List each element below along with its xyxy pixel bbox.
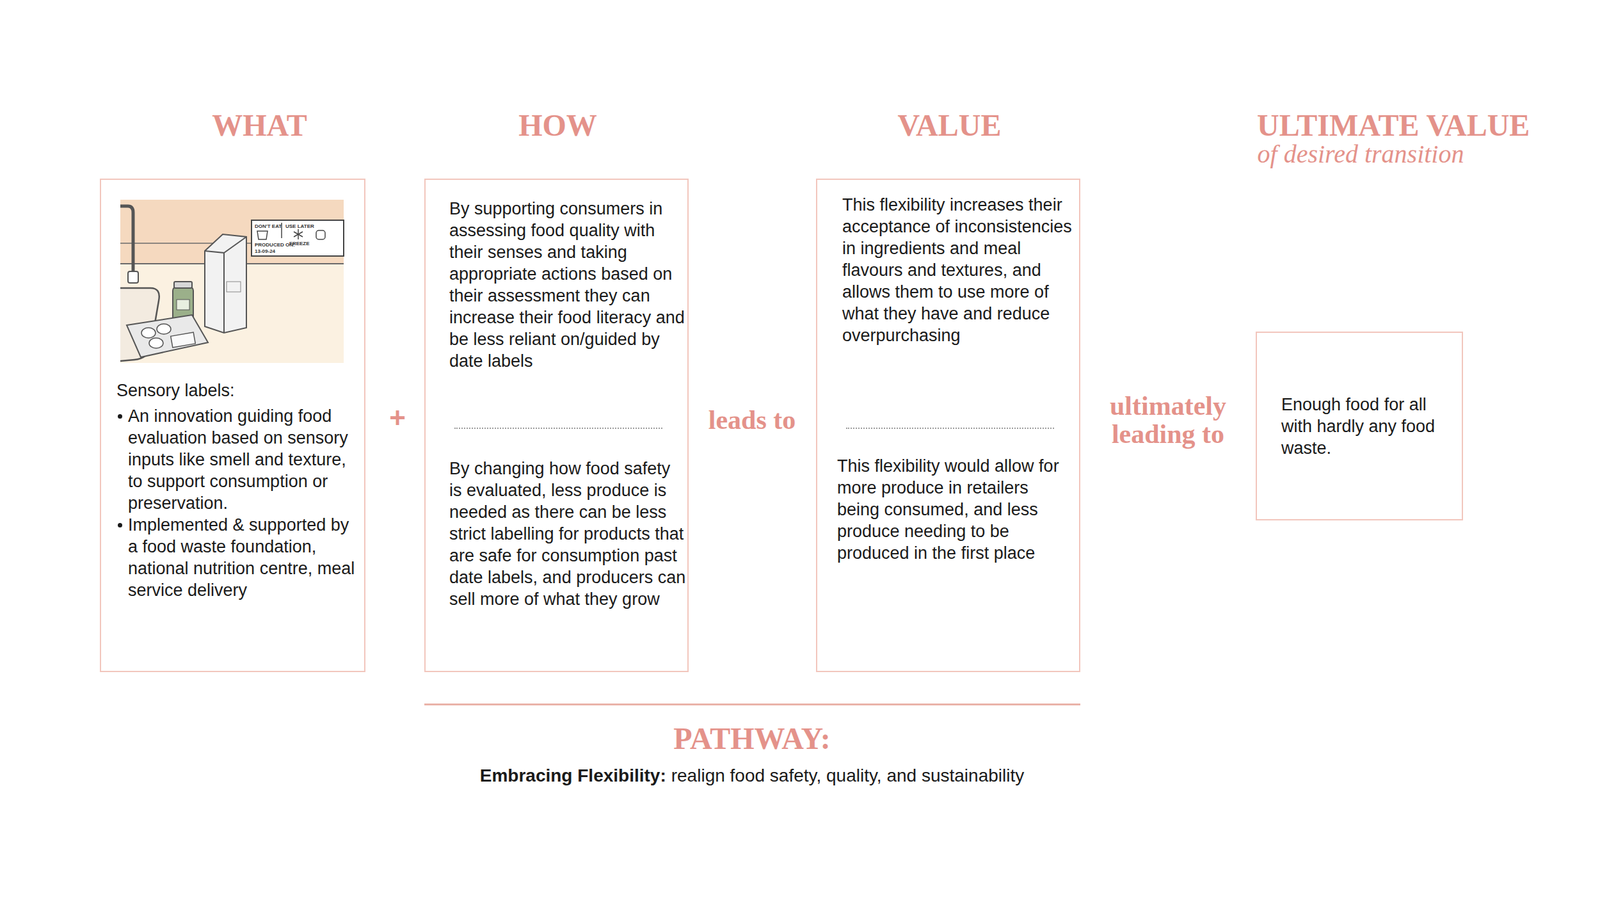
card-text: DON'T EAT xyxy=(254,223,282,230)
milk-carton xyxy=(204,234,247,333)
egg-tray xyxy=(126,314,208,358)
card-text: USE LATER xyxy=(285,223,315,230)
stage-box: VALUEThis flexibility increases their ac… xyxy=(816,178,1081,672)
body-text: This flexibility increases their accepta… xyxy=(842,193,1076,347)
jar-lid xyxy=(174,281,192,288)
bullet-text: An innovation guiding food evaluation ba… xyxy=(116,405,360,514)
card-text: PRODUCED ON: xyxy=(254,241,296,248)
bin-icon xyxy=(257,231,268,240)
connector-word: leads to xyxy=(681,405,823,434)
egg xyxy=(141,327,156,338)
egg xyxy=(149,337,164,349)
stage-box: ULTIMATE VALUEof desired transitionEnoug… xyxy=(1255,331,1464,521)
stage-box: WHATSensory labels:An innovation guiding… xyxy=(99,178,366,672)
column-heading: HOW xyxy=(425,107,690,144)
jar-label xyxy=(176,299,190,310)
stage-box: HOWBy supporting consumers in assessing … xyxy=(424,178,689,672)
column-heading: VALUE xyxy=(817,107,1082,144)
tap-head xyxy=(128,271,139,283)
pathway-text: Embracing Flexibility: xyxy=(480,765,667,786)
pathway-rule xyxy=(424,703,1081,706)
bullet-text: Implemented & supported by a food waste … xyxy=(116,513,360,601)
body-text: Enough food for all with hardly any food… xyxy=(1281,393,1442,459)
tap xyxy=(120,206,134,276)
body-text: This flexibility would allow for more pr… xyxy=(837,455,1071,564)
pathway-heading: PATHWAY: xyxy=(624,720,880,757)
sensory-label-card xyxy=(251,220,344,256)
body-text: By supporting consumers in assessing foo… xyxy=(449,197,688,372)
food-pack xyxy=(170,332,196,348)
pathway-text: realign food safety, quality, and sustai… xyxy=(671,765,1025,786)
dotted-divider xyxy=(846,427,1055,429)
dotted-divider xyxy=(454,427,663,429)
egg xyxy=(156,323,171,335)
column-subheading: of desired transition xyxy=(1256,139,1465,169)
connector-word: ultimately leading to xyxy=(1091,391,1245,448)
carton-label xyxy=(226,281,241,292)
jar-icon xyxy=(316,230,326,240)
connector-word: + xyxy=(378,401,417,434)
body-text: By changing how food safety is evaluated… xyxy=(449,457,688,610)
snowflake-icon xyxy=(293,229,303,240)
pathway-statement: Embracing Flexibility:realign food safet… xyxy=(0,764,1504,787)
body-text: Sensory labels: xyxy=(116,379,360,402)
column-heading: ULTIMATE VALUE xyxy=(1256,107,1465,144)
carton-top xyxy=(224,236,247,253)
card-text: 13-09-24 xyxy=(254,248,276,255)
column-heading: WHAT xyxy=(126,107,393,144)
carton-edge xyxy=(204,250,224,333)
